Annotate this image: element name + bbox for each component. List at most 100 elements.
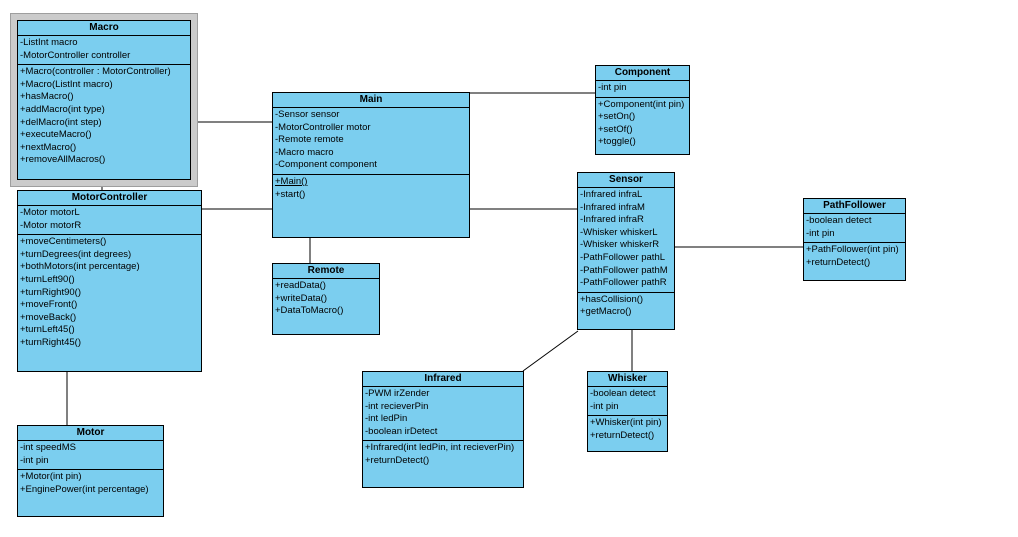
attribute-row: -int ledPin <box>365 413 408 425</box>
method-row: +bothMotors(int percentage) <box>20 261 140 273</box>
attribute-row: -PWM irZender <box>365 388 430 399</box>
attributes-section: -boolean detect-int pin <box>804 214 905 242</box>
class-pathfollower[interactable]: PathFollower -boolean detect-int pin +Pa… <box>803 198 906 281</box>
attribute-row: -Infrared infraR <box>580 214 644 226</box>
method-row: +DataToMacro() <box>275 305 344 317</box>
attribute-row: -boolean detect <box>590 388 656 399</box>
class-title: Infrared <box>363 372 523 387</box>
methods-section: +Motor(int pin)+EnginePower(int percenta… <box>18 469 163 516</box>
attribute-row: -Whisker whiskerR <box>580 239 660 251</box>
method-row: +executeMacro() <box>20 129 92 141</box>
attribute-row: -PathFollower pathR <box>580 277 667 289</box>
attribute-row: -int pin <box>806 227 835 239</box>
attribute-row: -PathFollower pathL <box>580 251 666 263</box>
methods-section: +Whisker(int pin)+returnDetect() <box>588 415 667 451</box>
methods-section: +Infrared(int ledPin, int recieverPin)+r… <box>363 440 523 487</box>
attribute-row: -Motor motorR <box>20 219 82 231</box>
method-row: +delMacro(int step) <box>20 116 102 128</box>
method-row: +getMacro() <box>580 306 632 318</box>
class-title: Sensor <box>578 173 674 188</box>
attribute-row: -boolean irDetect <box>365 425 438 437</box>
method-row: +Main() <box>275 175 308 187</box>
attribute-row: -Sensor sensor <box>275 109 340 120</box>
class-title: Main <box>273 93 469 108</box>
class-title: Component <box>596 66 689 81</box>
method-row: +returnDetect() <box>806 256 871 268</box>
attribute-row: -boolean detect <box>806 215 872 226</box>
methods-section: +Component(int pin)+setOn()+setOf()+togg… <box>596 96 689 154</box>
methods-section: +PathFollower(int pin)+returnDetect() <box>804 242 905 280</box>
association-sensor-infrared[interactable] <box>522 330 579 372</box>
attribute-row: -int pin <box>590 400 619 412</box>
class-sensor[interactable]: Sensor -Infrared infraL-Infrared infraM-… <box>577 172 675 330</box>
attributes-section: -Infrared infraL-Infrared infraM-Infrare… <box>578 188 674 292</box>
class-macro[interactable]: Macro -ListInt macro-MotorController con… <box>17 20 191 180</box>
class-title: Remote <box>273 264 379 279</box>
attribute-row: -Infrared infraM <box>580 201 645 213</box>
methods-section: +Macro(controller : MotorController)+Mac… <box>18 64 190 179</box>
method-row: +addMacro(int type) <box>20 103 105 115</box>
class-title: PathFollower <box>804 199 905 214</box>
method-row: +turnDegrees(int degrees) <box>20 248 132 260</box>
methods-section: +readData()+writeData()+DataToMacro() <box>273 279 379 334</box>
class-title: MotorController <box>18 191 201 206</box>
method-row: +Infrared(int ledPin, int recieverPin) <box>365 442 515 454</box>
method-row: +moveFront() <box>20 299 78 311</box>
attribute-row: -Whisker whiskerL <box>580 226 658 238</box>
methods-section: +hasCollision()+getMacro() <box>578 291 674 329</box>
attribute-row: -Motor motorL <box>20 207 80 218</box>
attributes-section: -PWM irZender-int recieverPin-int ledPin… <box>363 387 523 440</box>
attributes-section: -ListInt macro-MotorController controlle… <box>18 36 190 64</box>
attribute-row: -Component component <box>275 159 377 171</box>
methods-section: +moveCentimeters()+turnDegrees(int degre… <box>18 234 201 371</box>
class-title: Whisker <box>588 372 667 387</box>
method-row: +PathFollower(int pin) <box>806 244 899 256</box>
method-row: +EnginePower(int percentage) <box>20 483 149 495</box>
method-row: +Macro(controller : MotorController) <box>20 66 171 78</box>
method-row: +readData() <box>275 280 326 291</box>
method-row: +removeAllMacros() <box>20 154 106 166</box>
class-motorcontroller[interactable]: MotorController -Motor motorL-Motor moto… <box>17 190 202 372</box>
method-row: +setOn() <box>598 111 636 123</box>
method-row: +hasMacro() <box>20 91 74 103</box>
class-infrared[interactable]: Infrared -PWM irZender-int recieverPin-i… <box>362 371 524 488</box>
attributes-section: -boolean detect-int pin <box>588 387 667 415</box>
method-row: +toggle() <box>598 136 636 148</box>
methods-section: +Main()+start() <box>273 173 469 237</box>
method-row: +setOf() <box>598 123 633 135</box>
method-row: +Macro(ListInt macro) <box>20 78 113 90</box>
attribute-row: -Remote remote <box>275 134 344 146</box>
attributes-section: -Sensor sensor-MotorController motor-Rem… <box>273 108 469 174</box>
method-row: +moveCentimeters() <box>20 236 107 248</box>
attribute-row: -int pin <box>598 82 627 93</box>
attributes-section: -int pin <box>596 81 689 97</box>
class-main[interactable]: Main -Sensor sensor-MotorController moto… <box>272 92 470 238</box>
method-row: +moveBack() <box>20 311 77 323</box>
attribute-row: -ListInt macro <box>20 37 78 48</box>
method-row: +start() <box>275 188 306 200</box>
class-component[interactable]: Component -int pin +Component(int pin)+s… <box>595 65 690 155</box>
method-row: +Whisker(int pin) <box>590 417 662 429</box>
class-remote[interactable]: Remote +readData()+writeData()+DataToMac… <box>272 263 380 335</box>
class-motor[interactable]: Motor -int speedMS-int pin +Motor(int pi… <box>17 425 164 517</box>
class-whisker[interactable]: Whisker -boolean detect-int pin +Whisker… <box>587 371 668 452</box>
attribute-row: -MotorController controller <box>20 49 131 61</box>
attribute-row: -PathFollower pathM <box>580 264 668 276</box>
method-row: +turnRight90() <box>20 286 81 298</box>
method-row: +turnRight45() <box>20 336 81 348</box>
method-row: +nextMacro() <box>20 141 77 153</box>
method-row: +returnDetect() <box>590 429 655 441</box>
method-row: +Component(int pin) <box>598 98 685 110</box>
attribute-row: -int speedMS <box>20 442 76 453</box>
attributes-section: -int speedMS-int pin <box>18 441 163 469</box>
method-row: +returnDetect() <box>365 454 430 466</box>
method-row: +Motor(int pin) <box>20 471 82 483</box>
attribute-row: -int pin <box>20 454 49 466</box>
class-title: Macro <box>18 21 190 36</box>
method-row: +turnLeft45() <box>20 324 75 336</box>
method-row: +writeData() <box>275 292 327 304</box>
attribute-row: -int recieverPin <box>365 400 429 412</box>
attribute-row: -MotorController motor <box>275 121 371 133</box>
